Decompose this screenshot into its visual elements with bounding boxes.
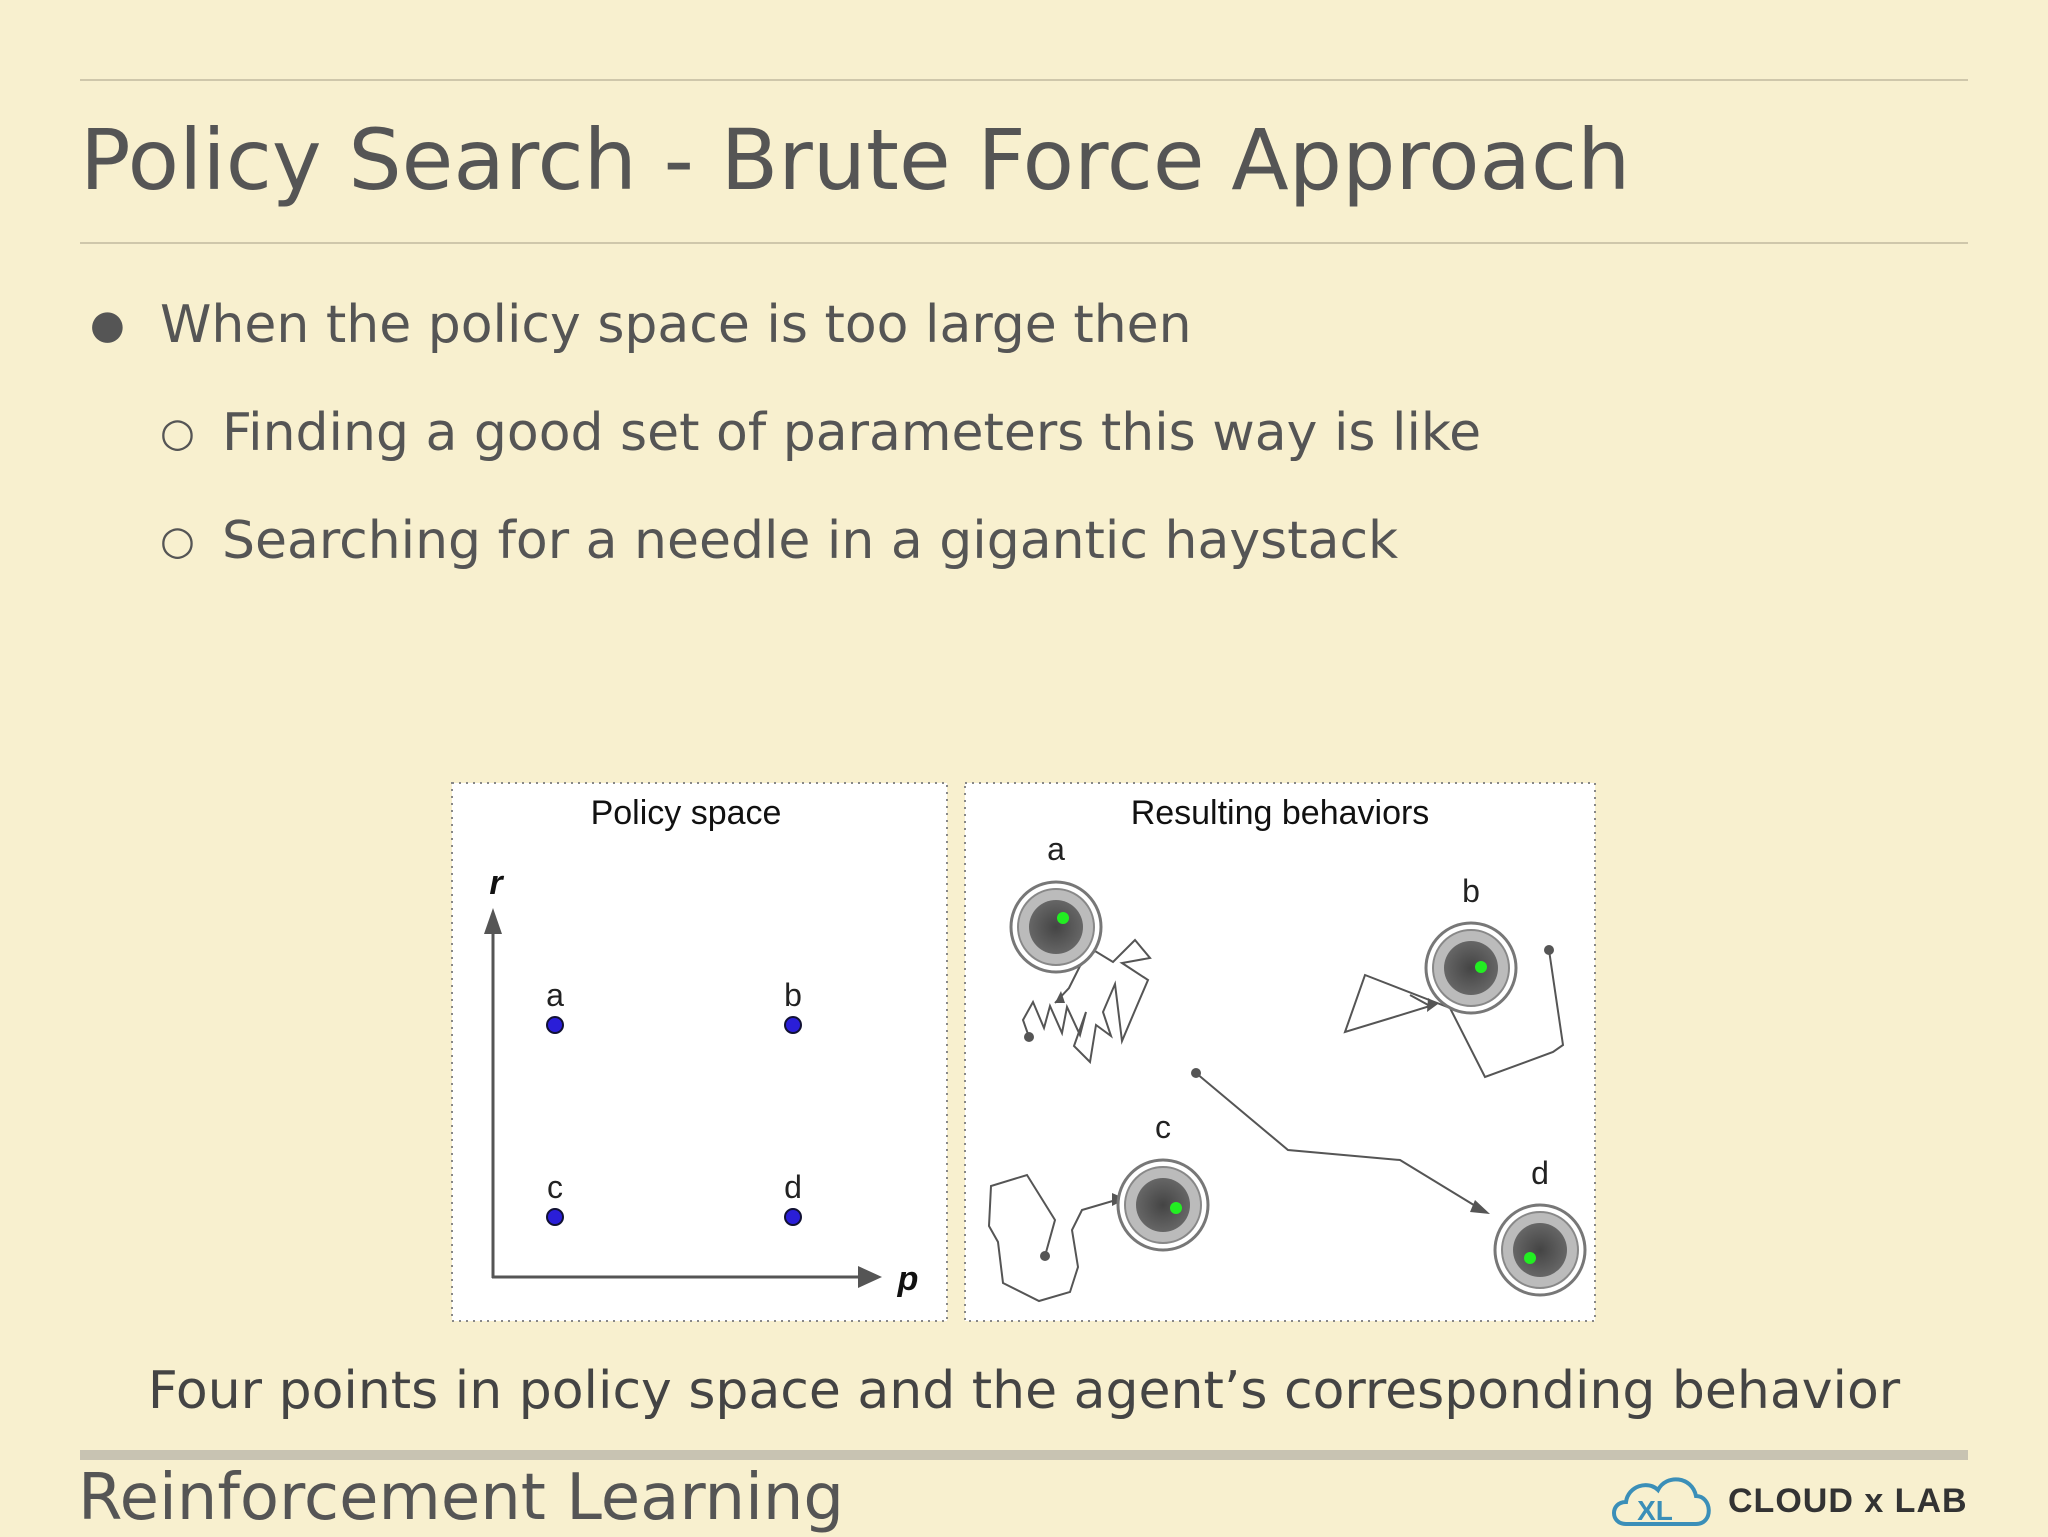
behavior-d-start-icon [1191,1068,1201,1078]
behavior-a-start-icon [1024,1032,1034,1042]
bullet-dot-icon: ● [90,302,125,349]
policy-points: a b c d [546,977,802,1226]
behavior-d-robot-icon [1493,1203,1587,1297]
policy-search-figure: Policy space r p a b c d Resulting behavior… [451,782,1596,1322]
behavior-c-path [987,1173,1118,1303]
behavior-b-label: b [1462,873,1480,909]
policy-point-label-b: b [784,977,802,1013]
policy-space-frame [451,782,948,1322]
cloudxlab-logo: XL CLOUD x LAB [1608,1470,1968,1532]
footer-divider [80,1450,1968,1460]
top-divider [80,79,1968,81]
behavior-a-label: a [1047,831,1065,867]
title-divider [80,242,1968,244]
behavior-d-path [1195,1072,1483,1211]
behavior-c-start-icon [1040,1251,1050,1261]
cloud-logo-icon: XL [1612,1477,1711,1526]
policy-space-panel: Policy space r p a b c d [451,782,948,1322]
policy-point-a [546,1016,564,1034]
sub-bullet-item: ○ Searching for a needle in a gigantic h… [160,510,1398,572]
policy-point-label-d: d [784,1169,802,1205]
policy-point-label-a: a [546,977,564,1013]
policy-point-d [784,1208,802,1226]
footer-course-title: Reinforcement Learning [78,1461,845,1535]
resulting-behaviors-title: Resulting behaviors [1131,794,1430,832]
logo-mark: XL [1637,1495,1673,1526]
behavior-c-robot-icon [1116,1158,1210,1252]
resulting-behaviors-panel: Resulting behaviors a b [964,782,1596,1322]
behavior-a-path [1021,938,1152,1065]
sub-bullet-item: ○ Finding a good set of parameters this … [160,402,1481,464]
bullet-text: When the policy space is too large then [160,295,1192,355]
behavior-b-start-icon [1544,945,1554,955]
figure-caption: Four points in policy space and the agen… [147,1361,1901,1421]
bullet-circle-icon: ○ [160,410,195,457]
y-axis-label: r [489,864,504,902]
policy-point-c [546,1208,564,1226]
x-axis-arrow-icon [858,1266,882,1288]
bullet-item: ● When the policy space is too large the… [90,294,1192,356]
policy-point-b [784,1016,802,1034]
sub-bullet-text: Finding a good set of parameters this wa… [222,403,1482,463]
sub-bullet-text: Searching for a needle in a gigantic hay… [222,511,1399,571]
policy-point-label-c: c [547,1169,563,1205]
behavior-b-path [1343,949,1565,1079]
logo-text: CLOUD x LAB [1728,1481,1968,1520]
bullet-circle-icon: ○ [160,518,195,565]
behavior-d-label: d [1531,1155,1549,1191]
x-axis-label: p [897,1260,919,1298]
resulting-behaviors-frame [964,782,1596,1322]
behavior-c-label: c [1155,1109,1171,1145]
behavior-b-arrow-icon [1427,998,1438,1012]
policy-space-title: Policy space [591,794,782,832]
behavior-a-robot-icon [1009,880,1103,974]
behavior-a-arrow-icon [1055,991,1065,1003]
behavior-b-robot-icon [1424,921,1518,1015]
slide-title: Policy Search - Brute Force Approach [80,111,1631,209]
y-axis-arrow-icon [484,908,502,934]
behavior-d-arrow-icon [1470,1200,1490,1214]
